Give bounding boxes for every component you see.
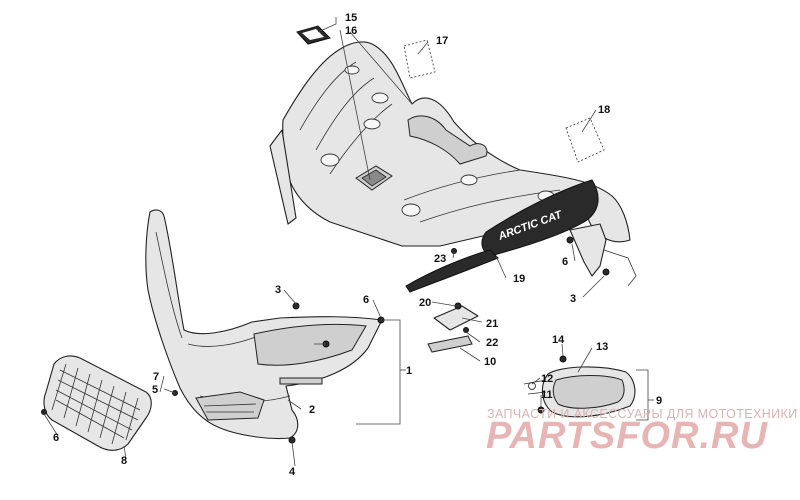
rack-hole [363, 118, 381, 130]
leader-lines [43, 17, 654, 467]
watermark-brand: PARTSFOR.RU [486, 415, 768, 457]
ring-12 [528, 382, 536, 390]
fascia-slot [279, 377, 323, 385]
callout-3-right: 3 [570, 293, 576, 305]
callout-12: 12 [541, 373, 553, 385]
screw-6-left [41, 409, 47, 415]
rack-hole [460, 174, 478, 186]
callout-6-left: 6 [53, 432, 59, 444]
bracket-10 [427, 335, 473, 353]
fender-side-flap [269, 129, 297, 225]
callout-3-left: 3 [275, 284, 281, 296]
callout-1: 1 [406, 365, 412, 377]
callout-4: 4 [289, 466, 296, 478]
handlebar-opening [407, 115, 488, 165]
callout-10: 10 [484, 356, 496, 368]
callout-14: 14 [552, 334, 565, 346]
rack-hole [320, 153, 340, 167]
nut-14 [559, 355, 567, 363]
decal-sheet-17 [403, 39, 436, 79]
callout-20: 20 [419, 297, 431, 309]
fascia-opening [253, 323, 367, 366]
callout-7: 7 [153, 371, 159, 383]
watermark-subtitle: ЗАПЧАСТИ И АКСЕССУАРЫ ДЛЯ МОТОТЕХНИКИ [487, 407, 798, 421]
right-bracket-arm [603, 249, 637, 287]
callout-18: 18 [598, 104, 610, 116]
fascia-lower-grille [195, 391, 265, 421]
headlight-lens [552, 375, 625, 409]
callout-6-right: 6 [562, 256, 568, 268]
callout-19: 19 [513, 273, 525, 285]
callout-8: 8 [121, 455, 127, 467]
callout-16: 16 [345, 25, 357, 37]
callout-22: 22 [486, 337, 498, 349]
rack-hole [401, 203, 421, 217]
grille-8 [43, 355, 152, 451]
callout-2: 2 [309, 404, 315, 416]
callout-21: 21 [486, 318, 498, 330]
callout-6-top: 6 [363, 294, 369, 306]
screw-6-right [566, 236, 574, 244]
clip-22 [463, 327, 469, 333]
screw-3-right [602, 268, 610, 276]
callout-5: 5 [152, 384, 158, 396]
callout-13: 13 [596, 341, 608, 353]
screw-3-left [292, 302, 300, 310]
decal-sheet-18 [565, 117, 605, 163]
callout-23: 23 [434, 253, 446, 265]
callout-11: 11 [541, 389, 553, 401]
plate-21 [433, 305, 479, 331]
rack-hole [371, 92, 389, 104]
decal-19-lower-stripe [405, 249, 499, 293]
callout-17: 17 [436, 35, 448, 47]
callout-9: 9 [656, 395, 662, 407]
callout-15: 15 [345, 12, 357, 24]
right-bracket [569, 223, 607, 277]
